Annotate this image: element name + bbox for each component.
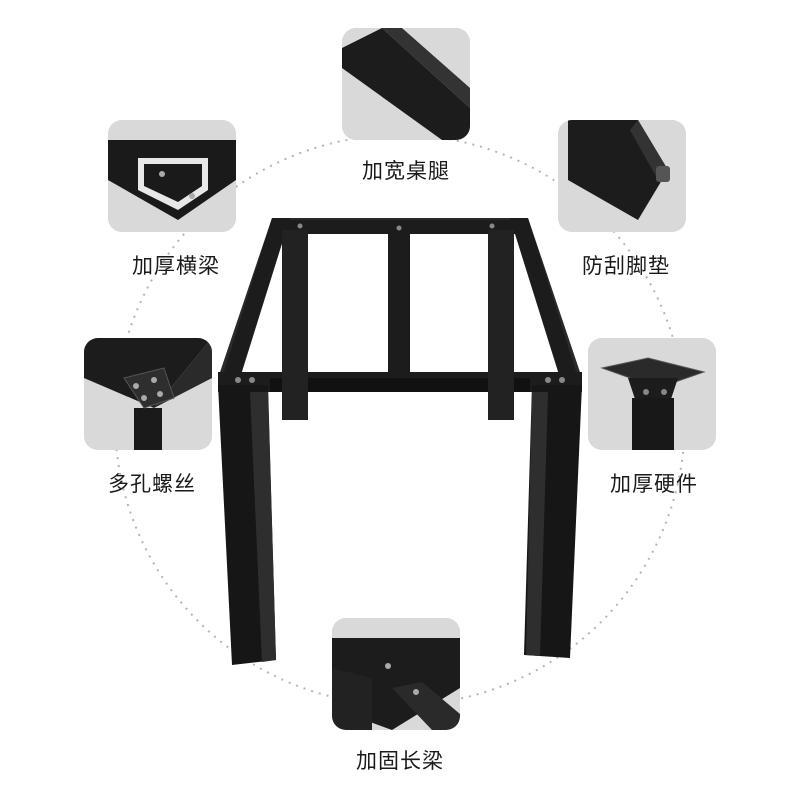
wide-leg-thumbnail [342,28,470,140]
long-beam-thumbnail [332,618,460,730]
feature-label-middle-right: 加厚硬件 [610,472,698,496]
crossbeam-thumbnail [108,120,236,232]
feature-label-top: 加宽桌腿 [362,159,450,183]
hardware-thumbnail [588,338,716,450]
feature-label-upper-left: 加厚横梁 [132,254,220,278]
reinforced-long-beam-icon [332,618,460,730]
feature-label-upper-right: 防刮脚垫 [582,254,670,278]
feature-label-bottom: 加固长梁 [356,749,444,773]
thick-hardware-icon [588,338,716,450]
multi-hole-screws-icon [84,338,212,450]
crossbeam-icon [108,120,236,232]
foot-pad-thumbnail [558,120,686,232]
foot-pad-icon [558,120,686,232]
screws-thumbnail [84,338,212,450]
wide-leg-icon [342,28,470,140]
feature-label-middle-left: 多孔螺丝 [108,472,196,496]
